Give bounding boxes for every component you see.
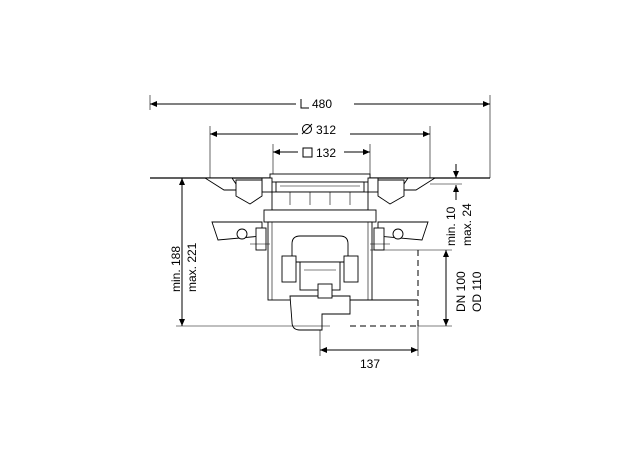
grate-size-dimension: 132 xyxy=(272,144,371,178)
grate-size-label: 132 xyxy=(316,146,336,160)
offset-max-label: max. 24 xyxy=(460,203,474,246)
pipe-diameter-dimension: DN 100 OD 110 xyxy=(418,249,484,327)
offset-min-label: min. 10 xyxy=(444,206,458,246)
overall-width-label: 480 xyxy=(312,97,332,111)
angle-length-icon xyxy=(300,99,309,109)
diameter-icon xyxy=(301,123,313,135)
pipe-od-label: OD 110 xyxy=(470,271,484,312)
drain-body xyxy=(203,173,437,331)
flange-diameter-dimension: 312 xyxy=(209,121,431,178)
height-min-label: min. 188 xyxy=(169,246,183,292)
height-max-label: max. 221 xyxy=(185,242,199,292)
height-dimension: min. 188 max. 221 xyxy=(169,178,330,327)
flange-diameter-label: 312 xyxy=(316,123,336,137)
pipe-dn-label: DN 100 xyxy=(454,271,468,312)
overall-width-dimension: 480 xyxy=(149,95,491,178)
offset-dimension: min. 10 max. 24 xyxy=(430,164,474,246)
square-icon xyxy=(302,147,313,158)
outlet-distance-dimension: 137 xyxy=(319,326,419,371)
outlet-distance-label: 137 xyxy=(360,357,380,371)
